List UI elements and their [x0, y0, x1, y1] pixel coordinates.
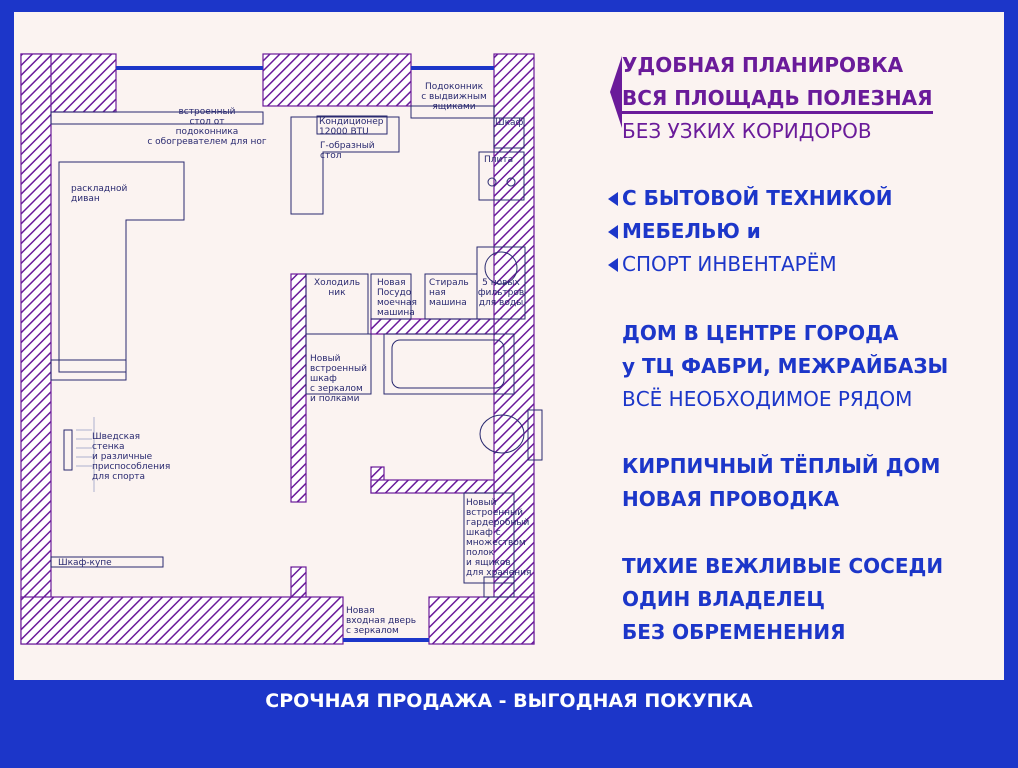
triangle-icon	[608, 225, 618, 239]
feature-corridors: БЕЗ УЗКИХ КОРИДОРОВ	[622, 119, 872, 143]
feature-wiring: НОВАЯ ПРОВОДКА	[622, 487, 840, 511]
washer-label: Стираль ная машина	[429, 278, 469, 308]
triangle-icon	[608, 192, 618, 206]
features-panel: УДОБНАЯ ПЛАНИРОВКА ВСЯ ПЛОЩАДЬ ПОЛЕЗНАЯ …	[608, 12, 1004, 680]
feature-neighbors: ТИХИЕ ВЕЖЛИВЫЕ СОСЕДИ	[622, 554, 944, 578]
feature-appliances: С БЫТОВОЙ ТЕХНИКОЙ	[622, 186, 893, 210]
windows	[116, 66, 494, 642]
feature-brick: КИРПИЧНЫЙ ТЁПЛЫЙ ДОМ	[622, 454, 941, 478]
fridge-label: Холодиль ник	[313, 278, 361, 298]
feature-encumbrance: БЕЗ ОБРЕМЕНЕНИЯ	[622, 620, 846, 644]
wardrobe-label: Шкаф	[495, 118, 524, 128]
floor-plan	[20, 53, 543, 645]
sofa-label: раскладной диван	[71, 184, 128, 204]
feature-owner: ОДИН ВЛАДЕЛЕЦ	[622, 587, 825, 611]
ac-label: Кондиционер 12000 BTU	[319, 117, 384, 137]
dishwasher-label: Новая Посудо моечная машина	[377, 278, 417, 318]
door-label: Новая входная дверь с зеркалом	[346, 606, 417, 636]
feature-mall: у ТЦ ФАБРИ, МЕЖРАЙБАЗЫ	[622, 354, 949, 378]
feature-furniture: МЕБЕЛЬЮ и	[622, 219, 761, 243]
feature-nearby: ВСЁ НЕОБХОДИМОЕ РЯДОМ	[622, 387, 913, 411]
triangle-icon	[608, 258, 618, 272]
sill-label: Подоконник с выдвижным ящиками	[421, 82, 487, 112]
big-wardrobe-label: Новый встроенный гардеробный шкаф с множ…	[466, 498, 532, 578]
coupe-label: Шкаф-купе	[58, 558, 112, 568]
listing-card: встроенный стол от подоконника с обогрев…	[14, 12, 1004, 680]
feature-area: ВСЯ ПЛОЩАДЬ ПОЛЕЗНАЯ	[622, 86, 933, 114]
feature-sport: СПОРТ ИНВЕНТАРЁМ	[622, 252, 837, 276]
wallbars-label: Шведская стенка и различные приспособлен…	[92, 432, 171, 482]
furniture	[50, 105, 543, 598]
group1-marker	[610, 56, 622, 128]
feature-layout: УДОБНАЯ ПЛАНИРОВКА	[622, 53, 904, 77]
desk-label: встроенный стол от подоконника с обогрев…	[147, 107, 267, 147]
gdesk-label: Г-образный стол	[320, 141, 375, 161]
stove-label: Плита	[484, 155, 514, 165]
feature-center: ДОМ В ЦЕНТРЕ ГОРОДА	[622, 321, 899, 345]
walls	[20, 53, 535, 645]
closet-label: Новый встроенный шкаф с зеркалом и полка…	[310, 354, 367, 404]
footer-banner: СРОЧНАЯ ПРОДАЖА - ВЫГОДНАЯ ПОКУПКА	[265, 690, 753, 712]
wall-bars	[76, 417, 95, 492]
filters-label: 5 новых фильтров для воды	[477, 278, 525, 308]
